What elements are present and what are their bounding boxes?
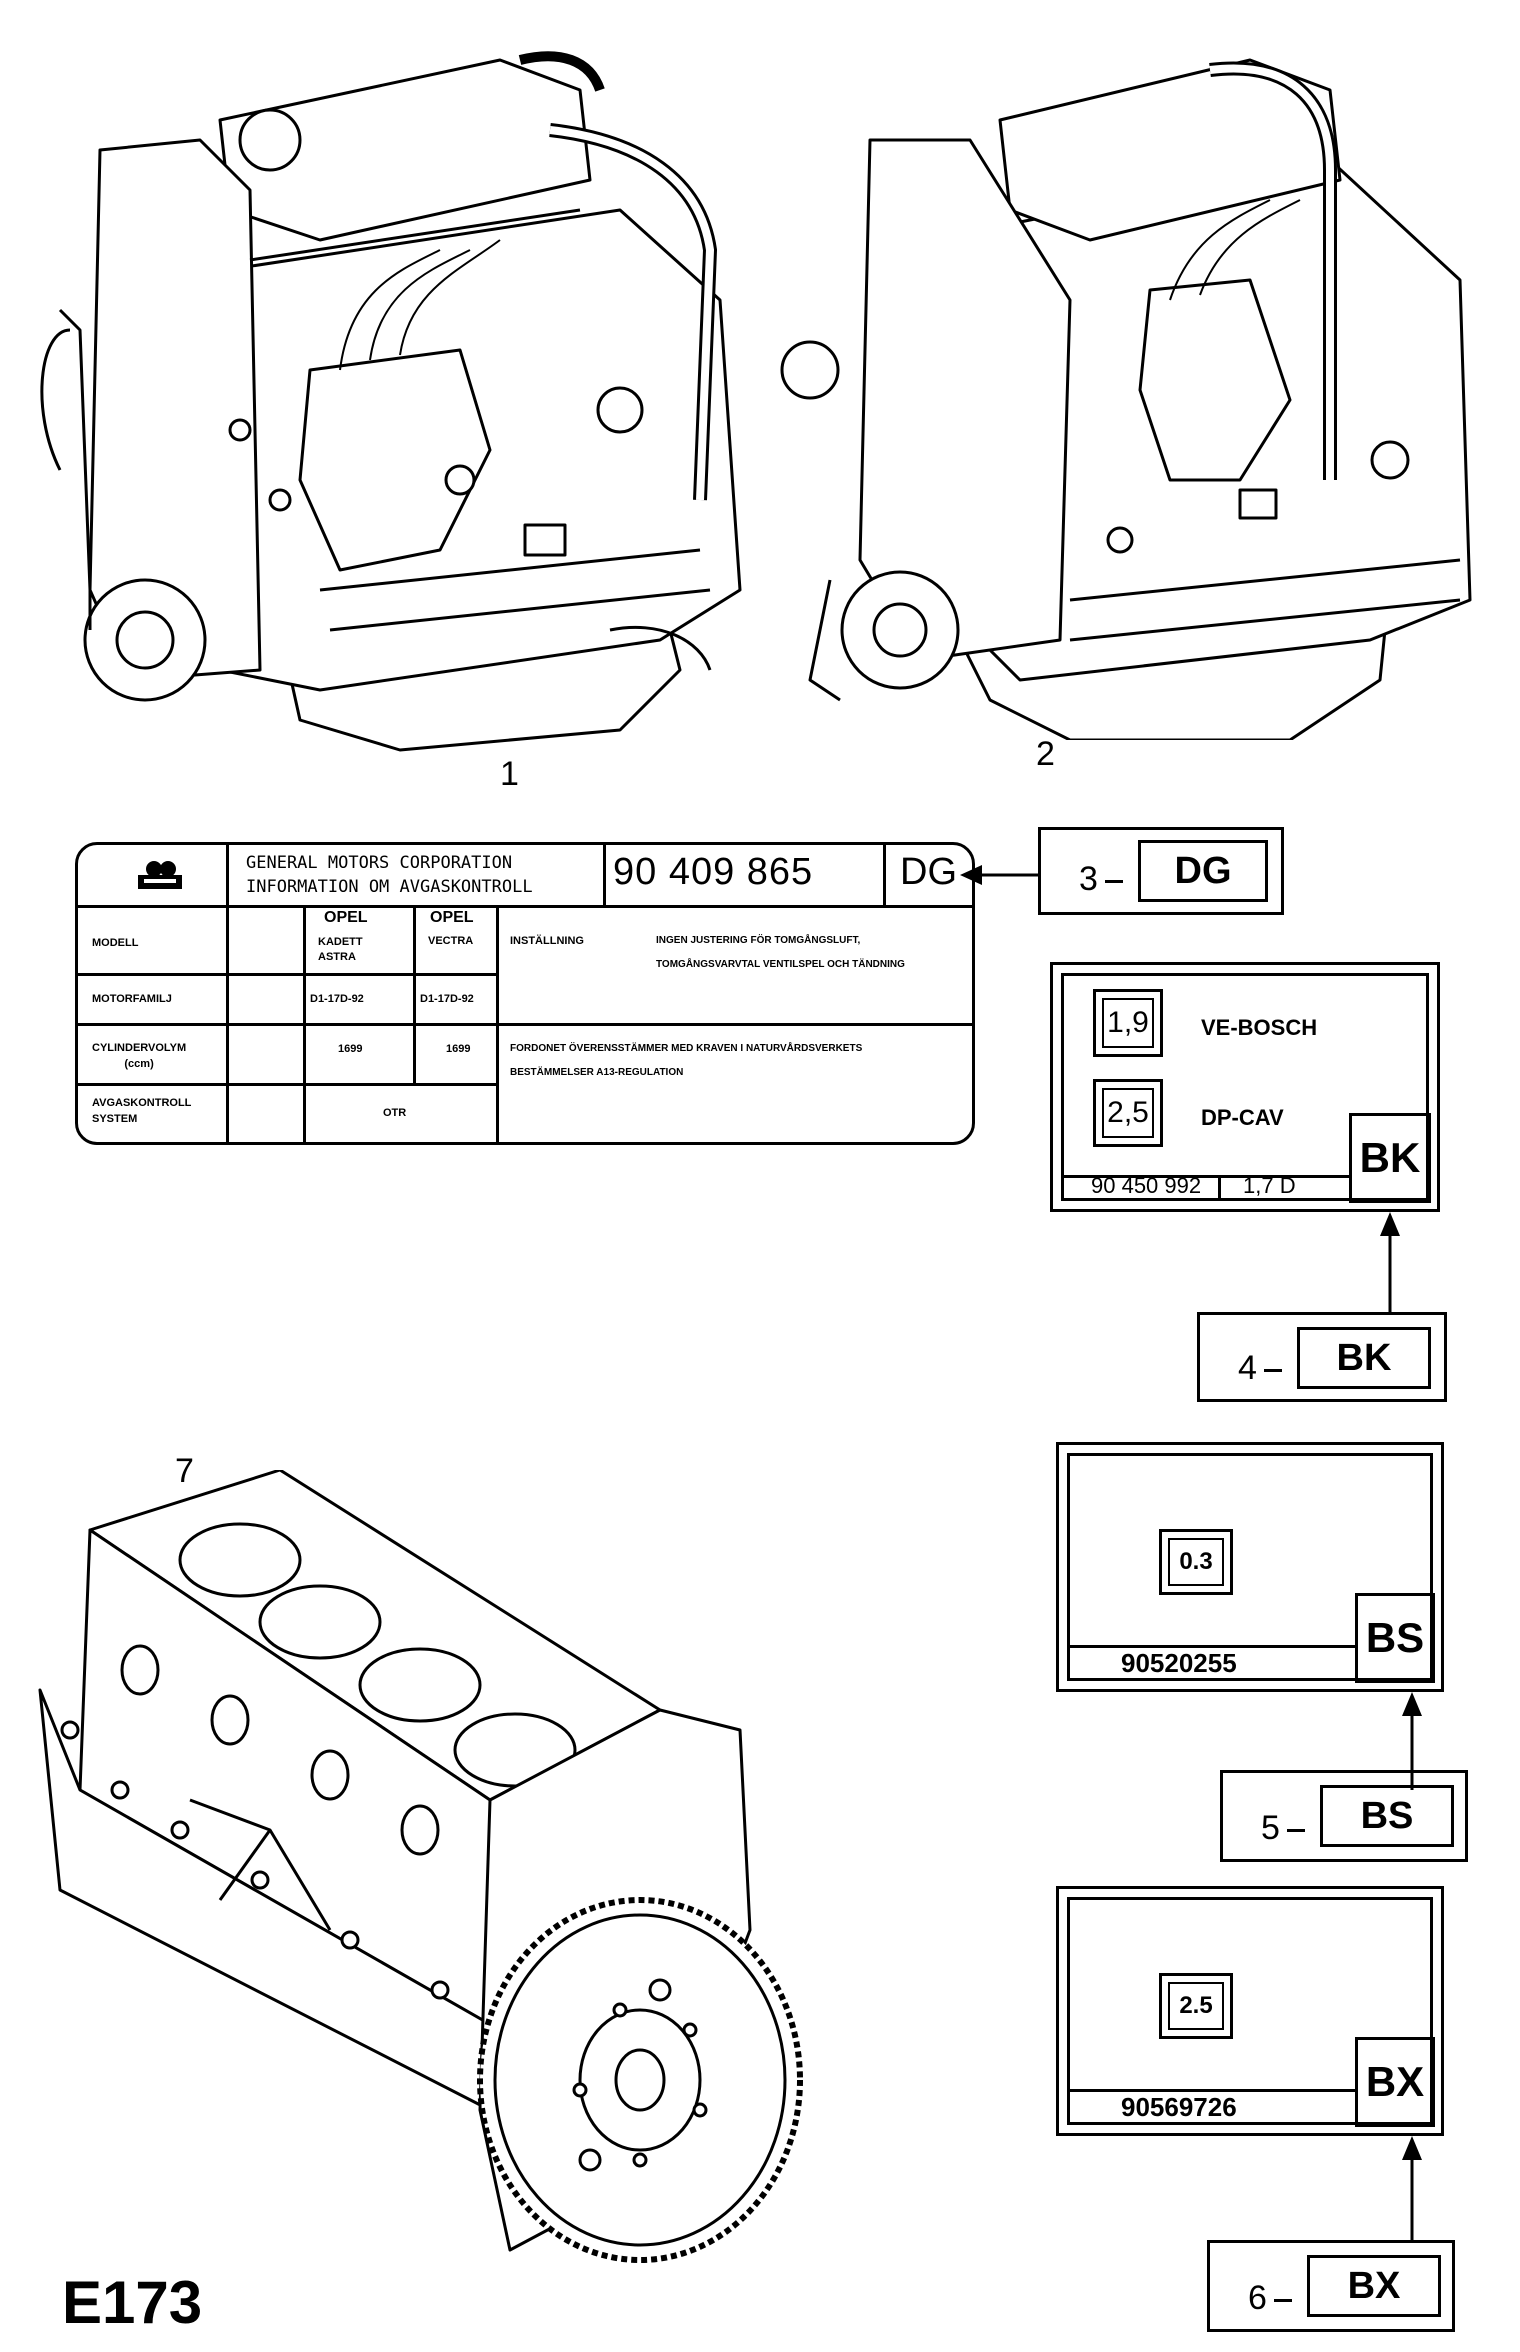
bs-value: 0.3: [1179, 1548, 1213, 1575]
bx-value-box: 2.5: [1159, 1973, 1233, 2039]
bx-value: 2.5: [1179, 1992, 1213, 2019]
bk-code-box: BK: [1349, 1113, 1431, 1203]
bs-value-box: 0.3: [1159, 1529, 1233, 1595]
label-code: DG: [900, 851, 957, 893]
label-bs: 0.3 BS 90520255: [1056, 1442, 1444, 1692]
part-number-2-label: 2: [1036, 735, 1055, 773]
callout-3-code-box: DG: [1138, 840, 1268, 902]
motorfamilj-col2: D1-17D-92: [420, 993, 474, 1005]
callout-4-code-box: BK: [1297, 1327, 1431, 1389]
bx-code: BX: [1365, 2058, 1425, 2105]
bx-part-number: 90569726: [1121, 2092, 1237, 2122]
bs-part-number: 90520255: [1121, 1648, 1237, 1678]
engine-assembly-2-illustration: [780, 58, 1472, 740]
callout-5-number: 5: [1261, 1809, 1280, 1847]
callout-4-code: BK: [1336, 1337, 1392, 1379]
brand-opel-right: OPEL: [430, 909, 474, 926]
cylindervolym-col1: 1699: [338, 1043, 363, 1055]
engine-assembly-1-illustration: [40, 51, 742, 752]
callout-5-code-box: BS: [1320, 1785, 1454, 1847]
arrow-to-bk-label: [1380, 1212, 1400, 1312]
label-part-number: 90 409 865: [613, 851, 814, 893]
arrow-to-bx-label: [1402, 2136, 1422, 2240]
bs-code-box: BS: [1355, 1593, 1435, 1683]
bk-part-number: 90 450 992: [1091, 1173, 1202, 1198]
motorfamilj-col1: D1-17D-92: [310, 993, 364, 1005]
part-number-7-label: 7: [175, 1452, 194, 1490]
row-label-modell: MODELL: [92, 937, 139, 949]
callout-4-number: 4: [1238, 1349, 1257, 1387]
callout-5-code: BS: [1360, 1795, 1414, 1837]
setting-label: INSTÄLLNING: [510, 935, 584, 947]
brand-opel-left: OPEL: [324, 909, 368, 926]
modell-col1: KADETT ASTRA: [318, 936, 363, 963]
callout-3-box: 3 DG: [1038, 827, 1284, 915]
setting-text-line-1: INGEN JUSTERING FÖR TOMGÅNGSLUFT,: [656, 935, 861, 946]
gm-logo-icon: [130, 855, 190, 893]
label-bk: 1,9 VE-BOSCH 2,5 DP-CAV BK 90 450 992 1,…: [1050, 962, 1440, 1212]
modell-col2: VECTRA: [428, 935, 474, 947]
callout-3-code: DG: [1174, 850, 1232, 892]
bx-code-box: BX: [1355, 2037, 1435, 2127]
arrow-to-bs-label: [1402, 1692, 1422, 1790]
label-header-line-1: GENERAL MOTORS CORPORATION: [246, 853, 513, 873]
bk-option2-box: 2,5: [1093, 1079, 1163, 1147]
cylindervolym-col2: 1699: [446, 1043, 471, 1055]
bk-engine: 1,7 D: [1243, 1173, 1296, 1198]
label-header-line-2: INFORMATION OM AVGASKONTROLL: [246, 877, 533, 897]
callout-3-number: 3: [1079, 860, 1098, 898]
bk-option1-box: 1,9: [1093, 989, 1163, 1057]
callout-6-box: 6 BX: [1207, 2240, 1455, 2332]
bs-code: BS: [1365, 1614, 1425, 1661]
callout-6-number: 6: [1248, 2279, 1267, 2317]
bk-code: BK: [1359, 1134, 1421, 1181]
arrow-to-dg-label: [960, 865, 1038, 885]
row-label-cylindervolym: CYLINDERVOLYM (ccm): [92, 1042, 187, 1070]
part-number-1-label: 1: [500, 755, 519, 793]
row-label-avgaskontroll: AVGASKONTROLL SYSTEM: [92, 1097, 192, 1125]
callout-6-code-box: BX: [1307, 2255, 1441, 2317]
bk-option1-text: VE-BOSCH: [1201, 1015, 1318, 1040]
bk-option2-value: 2,5: [1107, 1096, 1149, 1129]
figure-code: E173: [62, 2269, 203, 2336]
emission-control-label: GENERAL MOTORS CORPORATION INFORMATION O…: [75, 842, 975, 1145]
callout-6-code: BX: [1347, 2265, 1401, 2307]
bk-option2-text: DP-CAV: [1201, 1105, 1284, 1130]
callout-5-box: 5 BS: [1220, 1770, 1468, 1862]
label-bx: 2.5 BX 90569726: [1056, 1886, 1444, 2136]
bk-option1-value: 1,9: [1107, 1006, 1149, 1039]
avgaskontroll-value: OTR: [383, 1107, 407, 1119]
compliance-line-1: FORDONET ÖVERENSSTÄMMER MED KRAVEN I NAT…: [510, 1043, 863, 1054]
compliance-line-2: BESTÄMMELSER A13-REGULATION: [510, 1067, 684, 1078]
setting-text-line-2: TOMGÅNGSVARVTAL VENTILSPEL OCH TÄNDNING: [656, 959, 905, 970]
row-label-motorfamilj: MOTORFAMILJ: [92, 993, 172, 1005]
callout-4-box: 4 BK: [1197, 1312, 1447, 1402]
short-block-7-illustration: [38, 1470, 803, 2263]
